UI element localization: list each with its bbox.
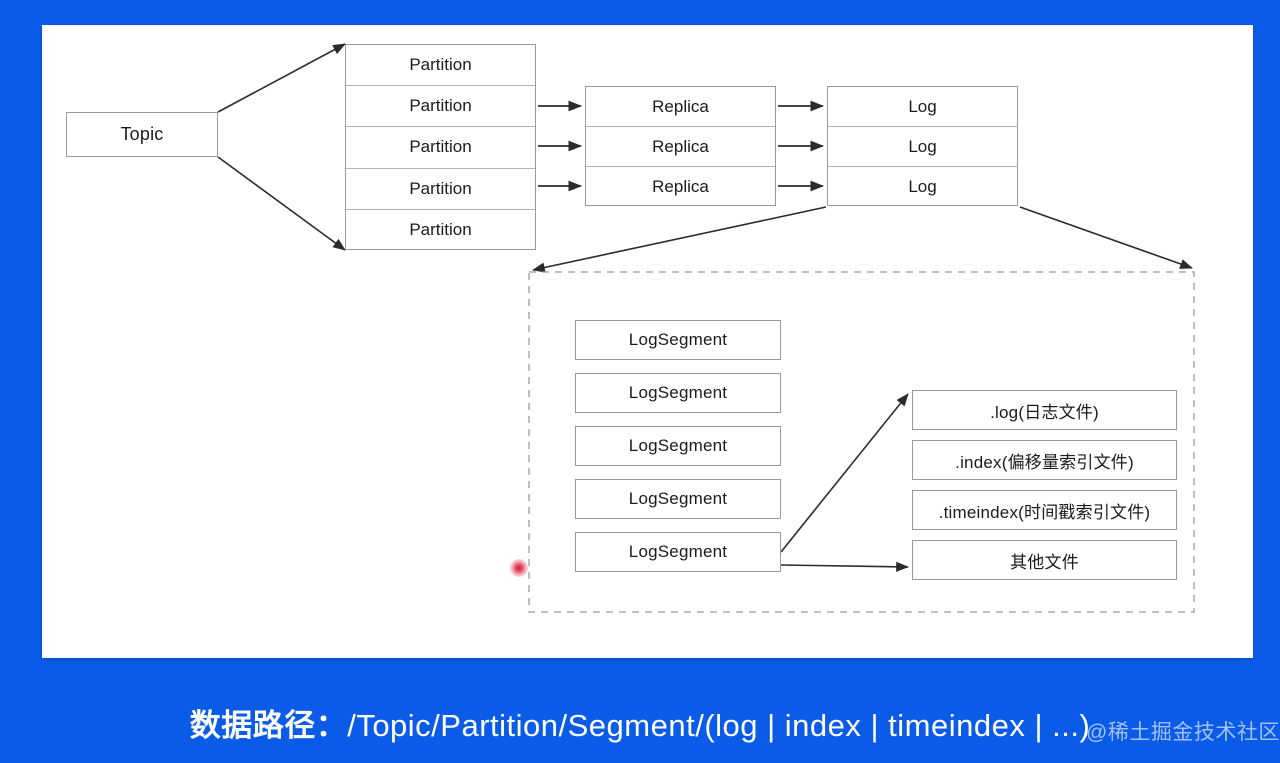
replica-to-log-connectors: [778, 100, 825, 192]
replica-cell[interactable]: Replica: [586, 127, 775, 167]
replica-label: Replica: [652, 177, 709, 196]
replica-cell[interactable]: Replica: [586, 167, 775, 207]
replica-stack: Replica Replica Replica: [585, 86, 776, 206]
log-segment-box[interactable]: LogSegment: [575, 532, 781, 572]
log-segment-box[interactable]: LogSegment: [575, 479, 781, 519]
cursor-pointer-dot: [510, 559, 528, 577]
watermark-label: @稀土掘金技术社区: [1086, 721, 1280, 744]
replica-label: Replica: [652, 136, 709, 156]
segment-to-files-connectors: [780, 393, 909, 572]
log-cell[interactable]: Log: [828, 127, 1017, 167]
log-segment-box[interactable]: LogSegment: [575, 320, 781, 360]
partition-label: Partition: [409, 220, 472, 240]
partition-cell[interactable]: Partition: [346, 86, 535, 128]
log-segment-label: LogSegment: [628, 542, 728, 561]
caption-text: 数据路径：/Topic/Partition/Segment/(log | ind…: [0, 700, 1280, 745]
log-cell[interactable]: Log: [828, 87, 1017, 127]
log-segment-label: LogSegment: [628, 489, 728, 508]
topic-label: Topic: [120, 124, 164, 144]
log-segment-box[interactable]: LogSegment: [575, 426, 781, 466]
segment-file-label: 其他文件: [1010, 552, 1079, 572]
caption-prefix: 数据路径：: [189, 708, 348, 743]
topic-box[interactable]: Topic: [66, 112, 218, 157]
log-label: Log: [908, 177, 937, 196]
log-segment-label: LogSegment: [628, 436, 728, 455]
diagram-canvas: Topic Partition Partition Partition Part…: [42, 25, 1253, 658]
replica-cell[interactable]: Replica: [586, 87, 775, 127]
segment-file-box[interactable]: .log(日志文件): [912, 390, 1177, 430]
partition-label: Partition: [409, 178, 472, 198]
partition-cell[interactable]: Partition: [346, 45, 535, 87]
replica-label: Replica: [652, 96, 709, 116]
log-label: Log: [908, 96, 937, 116]
partition-label: Partition: [409, 96, 472, 116]
log-stack: Log Log Log: [827, 86, 1018, 206]
partition-label: Partition: [409, 137, 472, 157]
log-to-segments-connectors: [532, 206, 1193, 273]
segment-file-label: .timeindex(时间戳索引文件): [938, 502, 1151, 522]
log-segment-label: LogSegment: [628, 330, 728, 349]
caption-path: /Topic/Partition/Segment/(log | index | …: [347, 708, 1091, 743]
log-cell[interactable]: Log: [828, 167, 1017, 207]
log-label: Log: [908, 136, 937, 156]
log-segment-box[interactable]: LogSegment: [575, 373, 781, 413]
segment-file-label: .log(日志文件): [990, 402, 1099, 422]
segment-file-box[interactable]: 其他文件: [912, 540, 1177, 580]
segment-file-label: .index(偏移量索引文件): [955, 452, 1134, 472]
segment-file-box[interactable]: .timeindex(时间戳索引文件): [912, 490, 1177, 530]
segment-file-box[interactable]: .index(偏移量索引文件): [912, 440, 1177, 480]
partition-cell[interactable]: Partition: [346, 169, 535, 210]
partition-label: Partition: [409, 55, 472, 75]
partition-cell[interactable]: Partition: [346, 210, 535, 251]
partition-stack: Partition Partition Partition Partition …: [345, 44, 536, 250]
topic-to-partition-connector: [217, 43, 346, 251]
partition-to-replica-connectors: [538, 100, 583, 192]
log-segment-label: LogSegment: [628, 383, 728, 402]
partition-cell[interactable]: Partition: [346, 127, 535, 169]
